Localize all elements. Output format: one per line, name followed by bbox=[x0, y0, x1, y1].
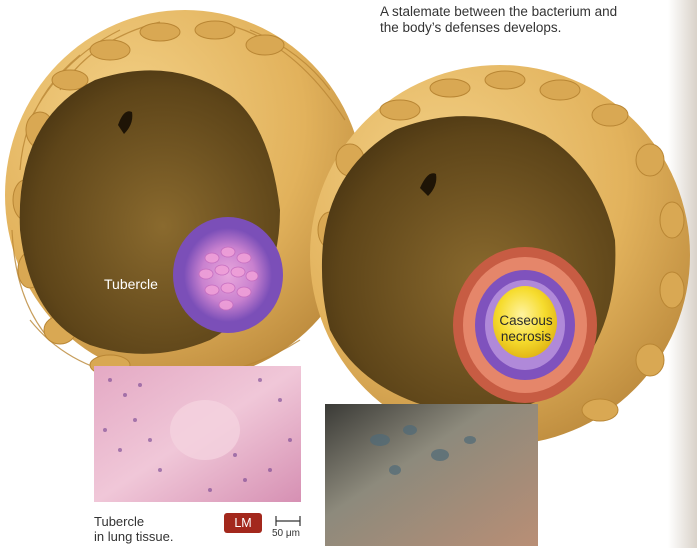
scale-bar bbox=[276, 516, 300, 526]
right-alveolus bbox=[310, 65, 690, 445]
top-caption-line-2: the body’s defenses develops. bbox=[380, 20, 680, 36]
micrograph-caption-line-2: in lung tissue. bbox=[94, 529, 174, 544]
top-caption-line-1: A stalemate between the bacterium and bbox=[380, 4, 680, 20]
left-alveolus bbox=[5, 10, 365, 380]
micrograph-caption-line-1: Tubercle bbox=[94, 514, 174, 529]
micrograph-caption: Tubercle in lung tissue. bbox=[94, 514, 174, 544]
tubercle-label: Tubercle bbox=[104, 276, 158, 292]
lung-tissue-photo bbox=[325, 404, 538, 546]
caseous-label-line-1: Caseous bbox=[487, 313, 565, 329]
scale-label: 50 μm bbox=[272, 528, 300, 539]
caseous-label-line-2: necrosis bbox=[487, 329, 565, 345]
tubercle bbox=[173, 217, 283, 333]
top-caption: A stalemate between the bacterium and th… bbox=[380, 4, 680, 36]
lm-badge: LM bbox=[224, 513, 262, 533]
tubercle-micrograph bbox=[94, 366, 301, 502]
caseous-necrosis-label: Caseous necrosis bbox=[487, 313, 565, 345]
